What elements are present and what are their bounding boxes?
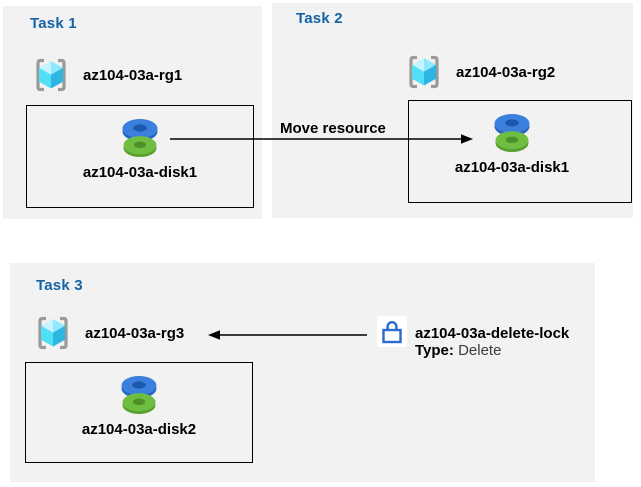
task1-resource-box: az104-03a-disk1 bbox=[26, 105, 254, 208]
task3-resource-group: az104-03a-rg3 bbox=[35, 314, 184, 352]
resource-group-icon bbox=[35, 314, 71, 352]
disk-name: az104-03a-disk1 bbox=[454, 159, 570, 176]
delete-lock-type: Type: Delete bbox=[415, 342, 569, 359]
delete-lock-type-label: Type: bbox=[415, 342, 454, 359]
task1-resource-group: az104-03a-rg1 bbox=[33, 56, 182, 94]
task1-panel: Task 1 az104-03a-rg1 bbox=[3, 6, 262, 219]
task1-title: Task 1 bbox=[30, 15, 77, 32]
resource-group-name: az104-03a-rg1 bbox=[83, 66, 183, 84]
task2-resource-group: az104-03a-rg2 bbox=[406, 53, 555, 91]
task2-panel: Task 2 az104-03a-rg2 bbox=[272, 3, 633, 218]
resource-group-icon bbox=[406, 53, 442, 91]
disk-name: az104-03a-disk1 bbox=[82, 164, 198, 181]
resource-group-icon bbox=[33, 56, 69, 94]
disk-name: az104-03a-disk2 bbox=[81, 421, 197, 438]
delete-lock-type-value: Delete bbox=[458, 342, 502, 359]
task2-title: Task 2 bbox=[296, 10, 343, 27]
delete-lock-name: az104-03a-delete-lock bbox=[415, 325, 570, 342]
disk-icon bbox=[121, 117, 159, 157]
lock-icon bbox=[377, 316, 407, 347]
task2-resource-box: az104-03a-disk1 bbox=[408, 100, 632, 203]
task3-panel: Task 3 az104-03a-rg3 bbox=[10, 263, 595, 482]
delete-lock-text: az104-03a-delete-lock Type: Delete bbox=[415, 316, 569, 359]
disk-icon bbox=[493, 112, 531, 152]
disk-icon bbox=[120, 374, 158, 414]
task3-title: Task 3 bbox=[36, 277, 83, 294]
resource-group-name: az104-03a-rg3 bbox=[85, 324, 185, 342]
delete-lock-annotation: az104-03a-delete-lock Type: Delete bbox=[377, 316, 569, 359]
move-resource-label: Move resource bbox=[280, 120, 386, 137]
task3-resource-box: az104-03a-disk2 bbox=[25, 362, 253, 463]
resource-group-name: az104-03a-rg2 bbox=[456, 63, 556, 81]
